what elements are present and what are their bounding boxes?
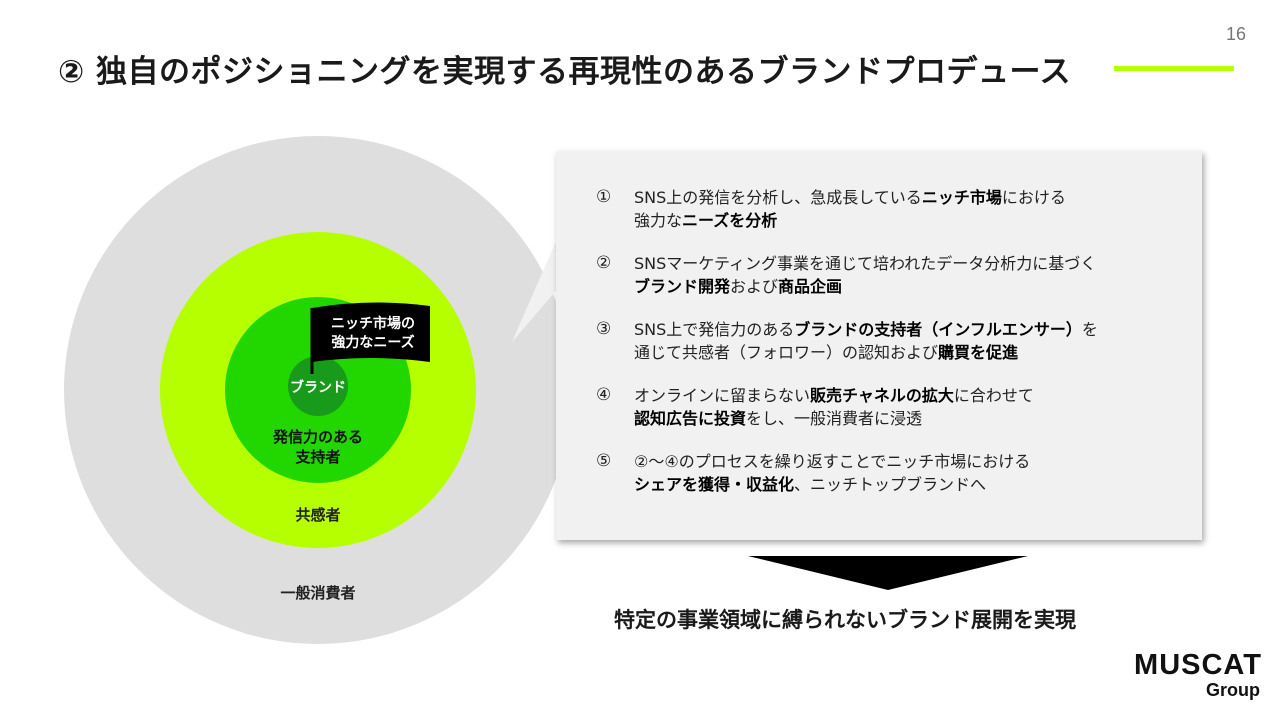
step-line-1: ②～④のプロセスを繰り返すことでニッチ市場における [634, 452, 1031, 471]
step-line-2: ブランド開発および商品企画 [634, 277, 843, 296]
page-number: 16 [1225, 24, 1246, 44]
company-logo: MUSCAT Group [1132, 650, 1264, 700]
flag-text: ニッチ市場の 強力なニーズ [318, 315, 428, 353]
general-consumer-label: 一般消費者 [280, 584, 356, 602]
step-line-2: 強力なニーズを分析 [634, 211, 778, 230]
process-step-list: ① SNS上の発信を分析し、急成長しているニッチ市場における 強力なニーズを分析… [596, 186, 1196, 516]
brand-label: ブランド [290, 380, 346, 396]
flag-line-1: ニッチ市場の [331, 316, 415, 332]
step-number: ③ [596, 319, 612, 339]
step-line-2: 認知広告に投資をし、一般消費者に浸透 [634, 409, 923, 428]
logo-sub-text: Group [1206, 680, 1260, 700]
brand-circle [288, 356, 348, 416]
step-line-1: SNSマーケティング事業を通じて培われたデータ分析力に基づく [634, 254, 1097, 273]
page-title: ② 独自のポジショニングを実現する再現性のあるブランドプロデュース [58, 54, 1071, 90]
flag-line-2: 強力なニーズ [331, 335, 415, 351]
process-text-box [556, 151, 1202, 540]
step-line-1: SNS上で発信力のあるブランドの支持者（インフルエンサー）を [634, 320, 1098, 339]
logo-main-text: MUSCAT [1134, 649, 1262, 681]
step-number: ② [596, 253, 612, 273]
process-step: ④ オンラインに留まらない販売チャネルの拡大に合わせて 認知広告に投資をし、一般… [596, 384, 1196, 430]
supporters-line-1: 発信力のある [272, 428, 363, 446]
step-line-2: シェアを獲得・収益化、ニッチトップブランドへ [634, 475, 987, 494]
step-line-1: オンラインに留まらない販売チャネルの拡大に合わせて [634, 386, 1034, 405]
supporters-line-2: 支持者 [295, 448, 341, 466]
step-line-1: SNS上の発信を分析し、急成長しているニッチ市場における [634, 188, 1066, 207]
title-accent-line [1114, 66, 1234, 71]
supporters-label: 発信力のある 支持者 [246, 427, 390, 467]
down-arrow-icon [748, 556, 1028, 590]
empathy-label: 共感者 [295, 506, 341, 524]
process-step: ② SNSマーケティング事業を通じて培われたデータ分析力に基づく ブランド開発お… [596, 252, 1196, 298]
step-number: ⑤ [596, 451, 612, 471]
step-text: オンラインに留まらない販売チャネルの拡大に合わせて 認知広告に投資をし、一般消費… [634, 384, 1034, 430]
step-text: ②～④のプロセスを繰り返すことでニッチ市場における シェアを獲得・収益化、ニッチ… [634, 450, 1030, 496]
step-number: ④ [596, 385, 612, 405]
step-number: ① [596, 187, 612, 207]
step-text: SNS上の発信を分析し、急成長しているニッチ市場における 強力なニーズを分析 [634, 186, 1066, 232]
process-step: ⑤ ②～④のプロセスを繰り返すことでニッチ市場における シェアを獲得・収益化、ニ… [596, 450, 1196, 496]
result-statement: 特定の事業領域に縛られないブランド展開を実現 [614, 608, 1076, 632]
step-text: SNS上で発信力のあるブランドの支持者（インフルエンサー）を 通じて共感者（フォ… [634, 318, 1098, 364]
step-line-2: 通じて共感者（フォロワー）の認知および購買を促進 [634, 343, 1019, 362]
flag-icon [312, 302, 430, 362]
process-step: ③ SNS上で発信力のあるブランドの支持者（インフルエンサー）を 通じて共感者（… [596, 318, 1196, 364]
process-step: ① SNS上の発信を分析し、急成長しているニッチ市場における 強力なニーズを分析 [596, 186, 1196, 232]
step-text: SNSマーケティング事業を通じて培われたデータ分析力に基づく ブランド開発および… [634, 252, 1096, 298]
